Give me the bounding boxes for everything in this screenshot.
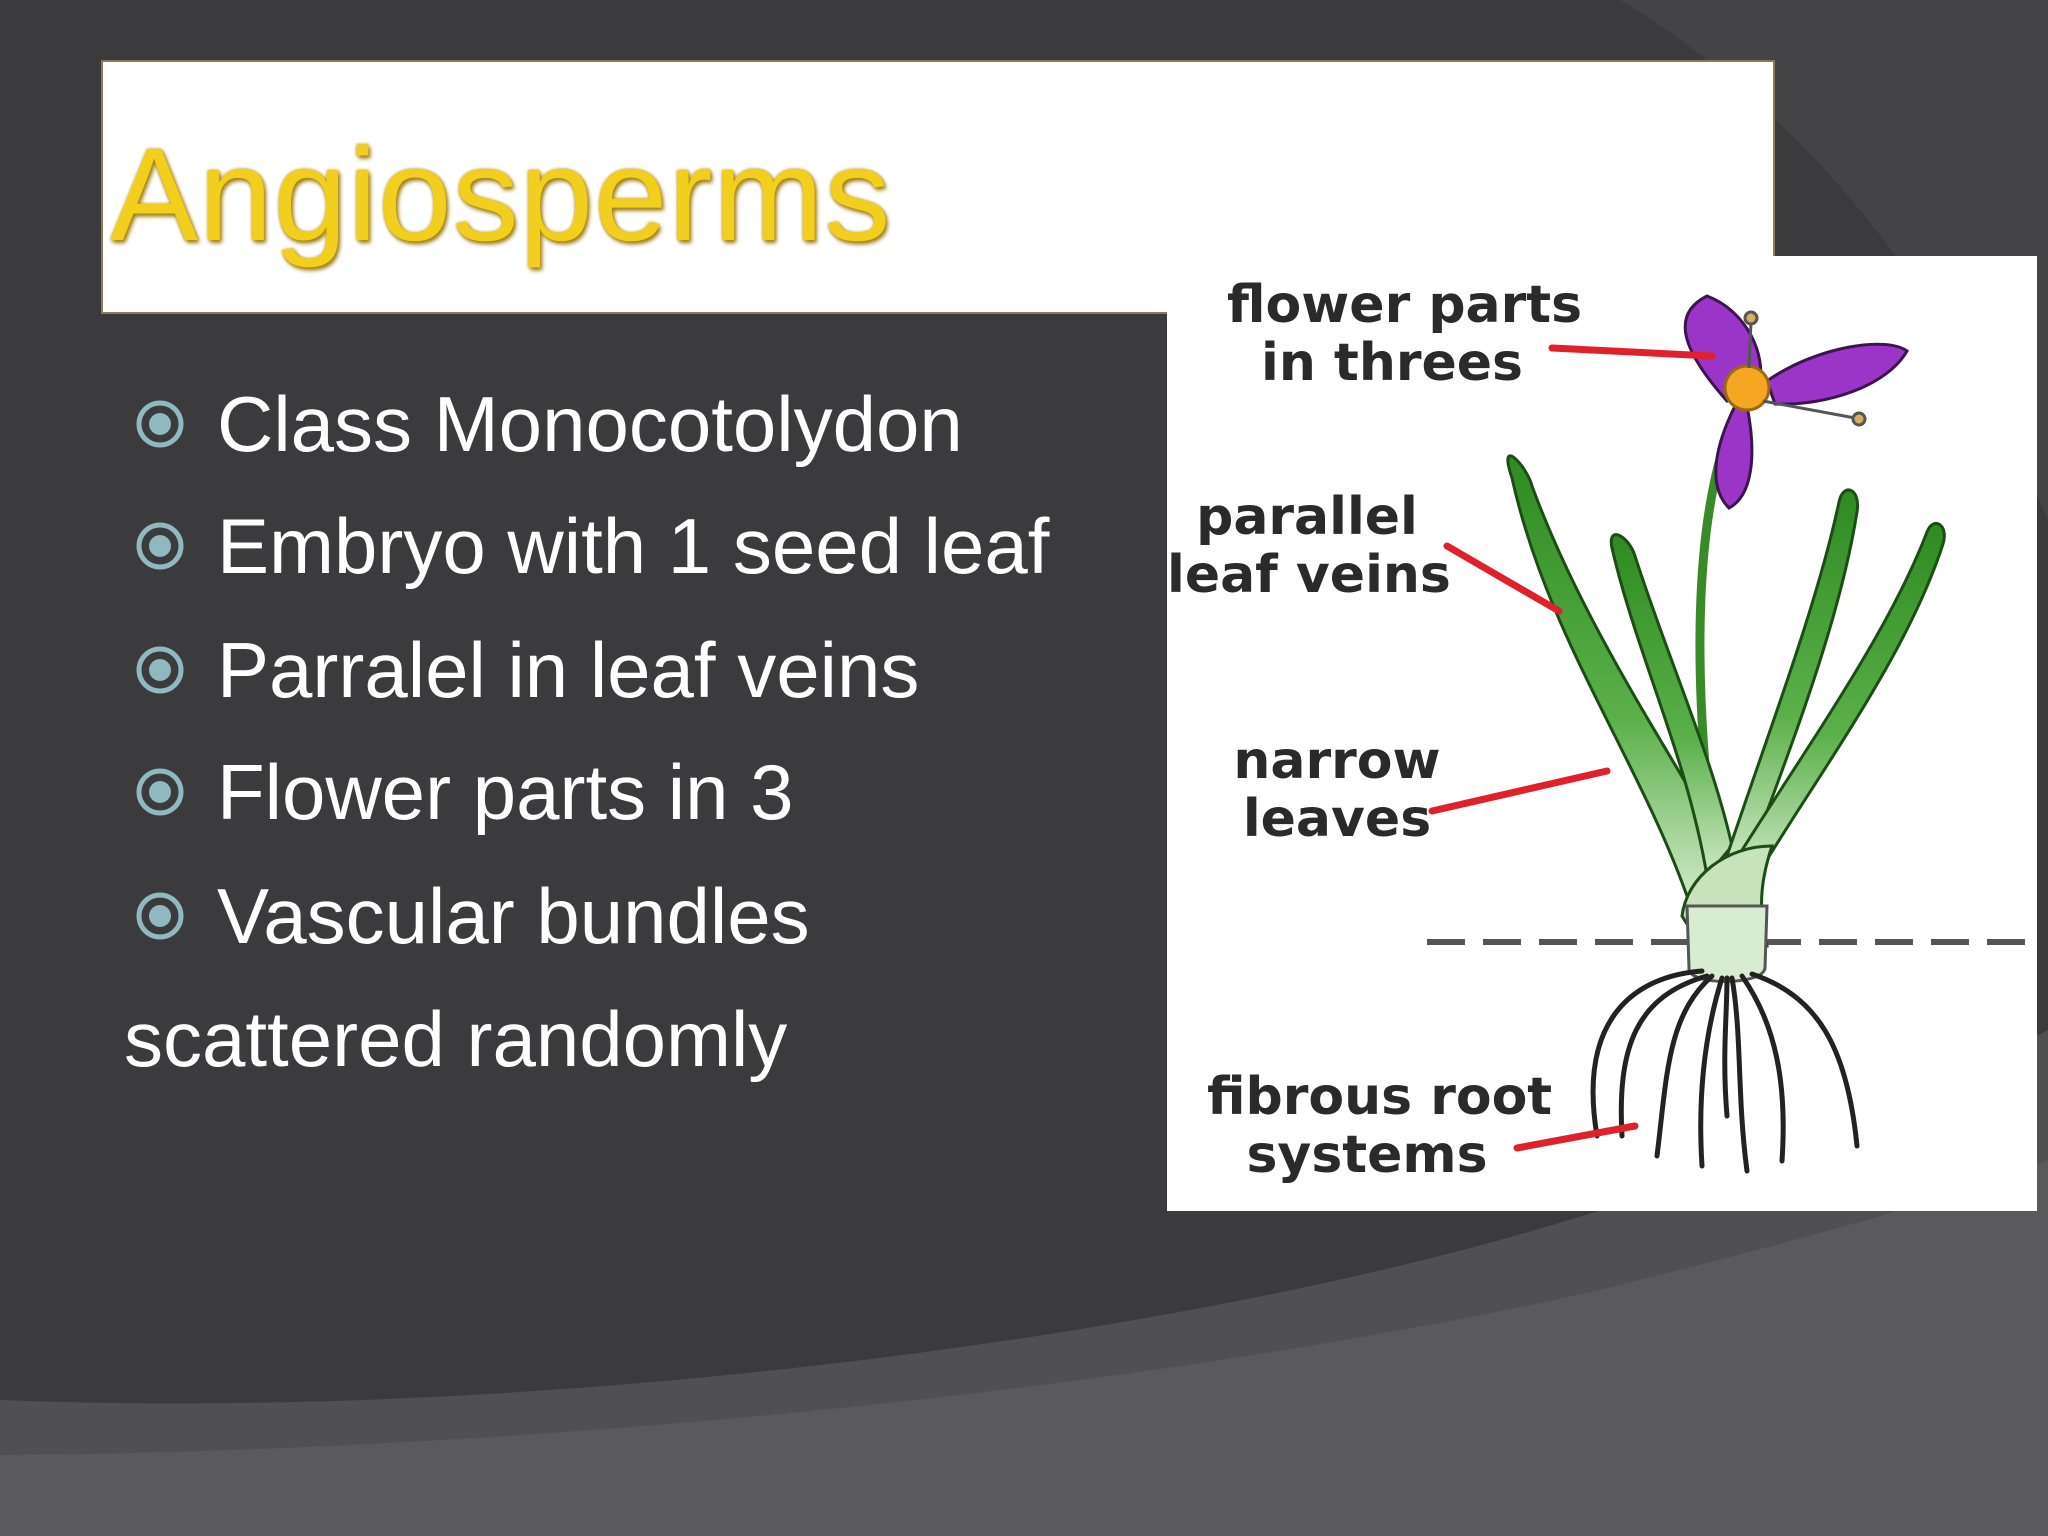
label-line: in threes	[1261, 333, 1523, 393]
flower	[1683, 294, 1909, 510]
circled-dot-bullet-icon	[136, 768, 184, 816]
bullet-item: Parralel in leaf veins	[135, 608, 919, 732]
label-line: leaf veins	[1167, 545, 1451, 605]
label-pointers	[1428, 344, 1716, 1152]
bullet-item: Class Monocotolydon	[135, 362, 963, 486]
bullet-text: Parralel in leaf veins	[217, 626, 920, 714]
bullet-text: Vascular bundles	[217, 872, 810, 960]
slide-title: Angiosperms	[110, 121, 892, 268]
label-line: systems	[1246, 1125, 1488, 1185]
stamens	[1743, 310, 1867, 427]
bullet-item: Vascular bundles	[135, 854, 810, 978]
label-line: narrow	[1233, 731, 1441, 791]
circled-dot-bullet-icon	[136, 646, 184, 694]
label-line: fibrous root	[1207, 1067, 1553, 1127]
bullet-text: Embryo with 1 seed leaf	[217, 502, 1050, 590]
circled-dot-bullet-icon	[136, 892, 184, 940]
bullet-item: Flower parts in 3	[135, 730, 794, 854]
circled-dot-bullet-icon	[136, 400, 184, 448]
bullet-item: Embryo with 1 seed leaf	[135, 484, 1049, 608]
bullet-text: Class Monocotolydon	[217, 380, 963, 468]
circled-dot-bullet-icon	[136, 522, 184, 570]
bullet-continuation: scattered randomly	[124, 995, 788, 1083]
figure-label-flower-parts: flower parts in threes	[1227, 275, 1583, 393]
narrow-leaves	[1506, 454, 1946, 958]
label-line: leaves	[1242, 789, 1432, 849]
label-line: flower parts	[1227, 275, 1583, 335]
bullet-text: Flower parts in 3	[217, 748, 794, 836]
monocot-plant-figure: flower parts in threes parallel leaf vei…	[1167, 256, 2037, 1211]
plant-illustration	[1427, 294, 2027, 1174]
fibrous-roots	[1590, 968, 1860, 1174]
label-line: parallel	[1196, 487, 1418, 547]
figure-label-fibrous-roots: fibrous root systems	[1207, 1067, 1553, 1185]
figure-label-leaf-veins: parallel leaf veins	[1167, 487, 1451, 605]
bullet-list: Class Monocotolydon Embryo with 1 seed l…	[0, 0, 1160, 1100]
figure-label-narrow-leaves: narrow leaves	[1227, 732, 1447, 848]
